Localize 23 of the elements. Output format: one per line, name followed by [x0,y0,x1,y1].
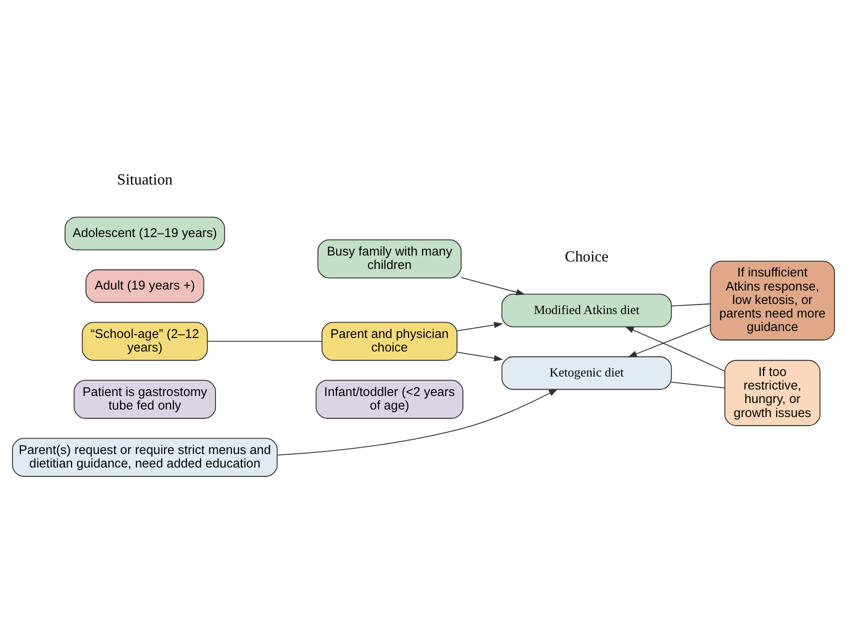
node-box: Infant/toddler (<2 years of age) [316,380,464,419]
node-box: Parent and physician choice [322,322,458,361]
arrow [456,322,504,332]
node-box: Busy family with many children [317,239,462,278]
label: Situation [117,172,173,189]
node-box: If insufficient Atkins response, low ketosis, or parents need more guidance [710,260,835,340]
label: Choice [564,248,608,266]
arrow [456,352,504,362]
node-box: “School-age” (2–12 years) [82,322,208,361]
node-box: Modified Atkins diet [501,294,672,328]
connector [670,303,711,306]
arrow [276,388,558,456]
arrow [628,324,711,358]
node-box: Patient is gastrostomy tube fed only [74,380,216,419]
node-box: Adult (19 years +) [85,269,204,303]
arrow [460,277,526,296]
connector [207,340,322,342]
arrow [624,326,726,372]
connector [670,382,726,388]
node-box: Parent(s) request or require strict menus and dietitian guidance, need added education [12,438,278,477]
node-box: Adolescent (12–19 years) [64,216,226,250]
node-box: If too restrictive, hungry, or growth issues [724,360,820,426]
node-box: Ketogenic diet [501,356,672,390]
